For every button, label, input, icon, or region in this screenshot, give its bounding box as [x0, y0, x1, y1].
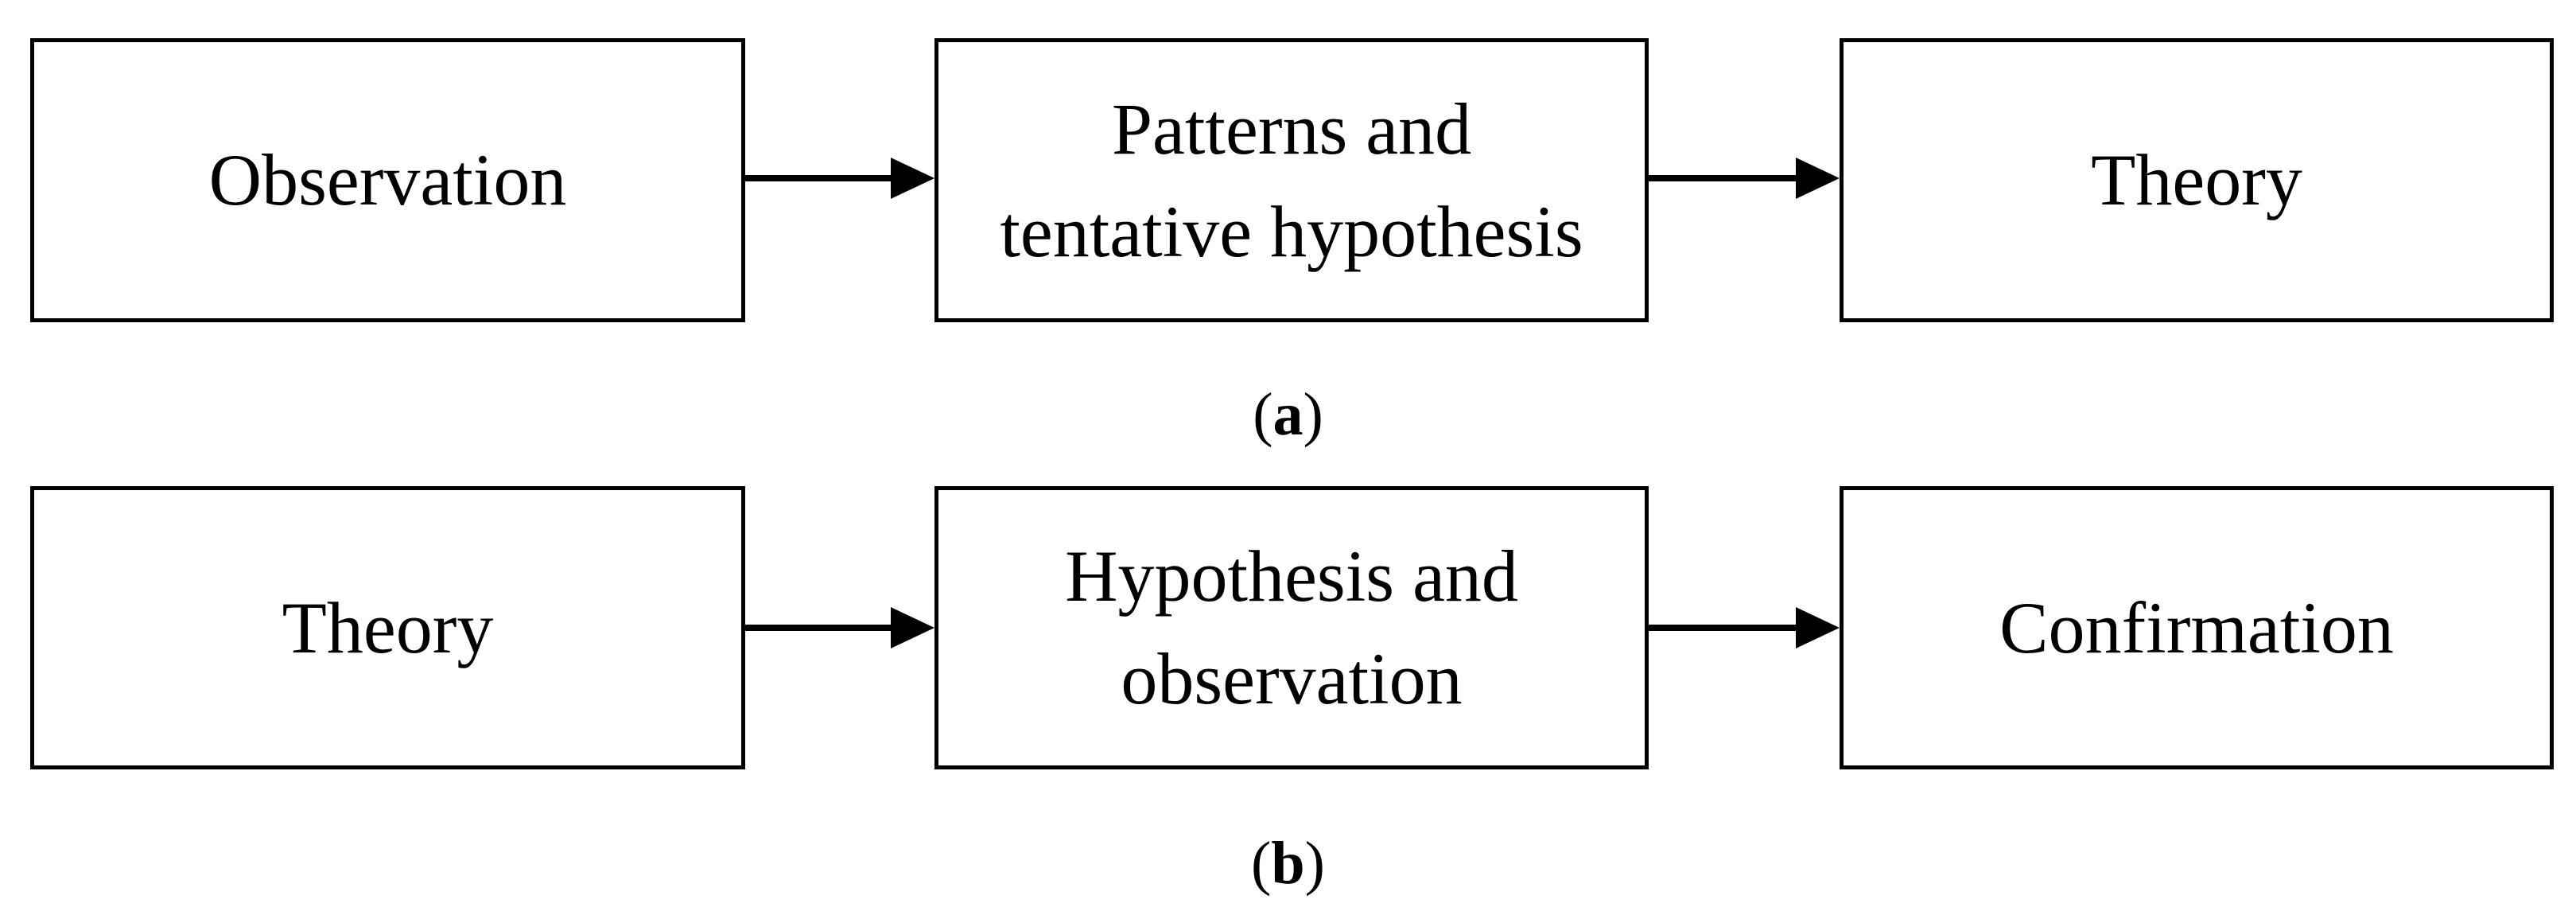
caption-b: (b) — [0, 829, 2576, 898]
flow-box-theory-a: Theory — [1840, 38, 2554, 322]
arrow-shaft — [1649, 625, 1798, 631]
box-label-line: Patterns and — [1111, 88, 1472, 169]
flow-box-confirmation: Confirmation — [1840, 486, 2554, 769]
arrowhead-icon — [1796, 158, 1840, 199]
box-label-line: Hypothesis and — [1065, 535, 1518, 617]
box-label: Theory — [282, 586, 494, 668]
box-label-line: observation — [1121, 638, 1463, 719]
arrow-observation-to-patterns — [745, 158, 934, 199]
caption-paren-open: ( — [1251, 830, 1272, 897]
box-label: Confirmation — [1999, 586, 2394, 668]
caption-paren-open: ( — [1253, 381, 1273, 448]
caption-paren-close: ) — [1303, 381, 1323, 448]
caption-letter: a — [1272, 381, 1304, 448]
arrow-shaft — [745, 625, 893, 631]
caption-letter: b — [1271, 830, 1305, 897]
arrow-patterns-to-theory — [1649, 158, 1840, 199]
arrow-hypothesis-to-confirmation — [1649, 607, 1840, 648]
flow-box-theory-b: Theory — [30, 486, 745, 769]
box-label-line: tentative hypothesis — [1000, 190, 1583, 272]
flow-box-patterns-tentative-hypothesis: Patterns and tentative hypothesis — [934, 38, 1649, 322]
flow-box-hypothesis-observation: Hypothesis and observation — [934, 486, 1649, 769]
flow-box-observation: Observation — [30, 38, 745, 322]
caption-a: (a) — [0, 380, 2576, 450]
arrow-shaft — [1649, 175, 1798, 181]
arrowhead-icon — [891, 158, 934, 199]
caption-paren-close: ) — [1304, 830, 1325, 897]
arrowhead-icon — [891, 607, 934, 648]
box-label: Observation — [208, 139, 567, 221]
box-label: Theory — [2091, 139, 2302, 221]
arrow-theory-to-hypothesis — [745, 607, 934, 648]
arrow-shaft — [745, 175, 893, 181]
arrowhead-icon — [1796, 607, 1840, 648]
